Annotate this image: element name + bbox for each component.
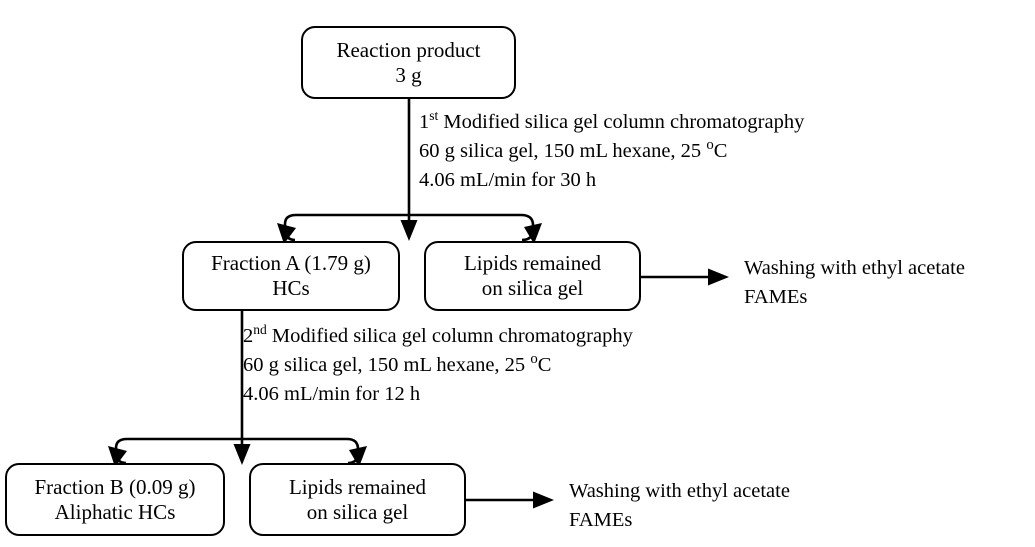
annotation-step-1-line2: 60 g silica gel, 150 mL hexane, 25 oC [419,137,804,166]
annotation-step-1-line1-rest: Modified silica gel column chromatograph… [438,111,805,133]
node-reaction-product[interactable]: Reaction product 3 g [301,26,516,99]
annotation-step-2-line2-b: C [537,354,552,377]
annotation-step-1: 1st Modified silica gel column chromatog… [419,108,804,195]
annotation-step-1-line2-b: C [713,140,728,163]
node-reaction-product-line1: Reaction product [336,37,481,62]
annotation-step-2-line2: 60 g silica gel, 150 mL hexane, 25 oC [243,351,633,380]
annotation-step-2-ordinal: 2 [243,325,254,347]
annotation-step-2-degree-symbol: o [530,351,538,368]
arrowhead-split1-down [400,220,418,241]
node-reaction-product-line2: 3 g [395,62,422,87]
annotation-washing-2-line2: FAMEs [569,509,633,532]
arrowhead-washing1 [708,268,729,286]
node-fraction-a[interactable]: Fraction A (1.79 g) HCs [182,241,400,311]
annotation-step-1-line2-a: 60 g silica gel, 150 mL hexane, 25 [419,140,707,163]
arrowhead-split2-down [233,444,251,465]
annotation-step-1-degree-symbol: o [706,137,714,154]
node-lipids-remained-2-line2: on silica gel [306,499,409,524]
node-fraction-b[interactable]: Fraction B (0.09 g) Aliphatic HCs [5,463,225,536]
node-lipids-remained-2[interactable]: Lipids remained on silica gel [249,463,466,536]
annotation-step-2: 2nd Modified silica gel column chromatog… [243,322,633,409]
annotation-step-2-line1: 2nd Modified silica gel column chromatog… [243,322,633,351]
node-lipids-remained-1[interactable]: Lipids remained on silica gel [424,241,641,311]
arrowhead-split2-left [108,446,127,467]
annotation-step-2-line3: 4.06 mL/min for 12 h [243,383,421,406]
node-lipids-remained-1-line2: on silica gel [481,276,584,300]
arrowhead-split2-right [349,446,367,467]
arrowhead-washing2 [533,491,554,509]
annotation-washing-1-line1: Washing with ethyl acetate [744,257,965,279]
annotation-step-1-line1: 1st Modified silica gel column chromatog… [419,108,804,137]
node-lipids-remained-1-line1: Lipids remained [463,251,602,276]
annotation-step-2-line1-rest: Modified silica gel column chromatograph… [266,325,633,347]
annotation-step-2-ordinal-suffix: nd [253,322,267,338]
annotation-washing-1: Washing with ethyl acetate FAMEs [744,254,965,312]
annotation-step-2-line2-a: 60 g silica gel, 150 mL hexane, 25 [243,354,531,377]
node-lipids-remained-2-line1: Lipids remained [288,474,427,499]
node-fraction-b-line2: Aliphatic HCs [54,499,176,524]
annotation-washing-1-line2: FAMEs [744,286,808,309]
arrowhead-split1-right [524,223,542,244]
annotation-step-1-ordinal-suffix: st [429,108,439,124]
annotation-step-1-ordinal: 1 [419,111,430,133]
node-fraction-b-line1: Fraction B (0.09 g) [34,474,196,499]
annotation-washing-2: Washing with ethyl acetate FAMEs [569,477,790,535]
node-fraction-a-line1: Fraction A (1.79 g) [211,251,371,276]
annotation-step-1-line3: 4.06 mL/min for 30 h [419,169,597,192]
annotation-washing-2-line1: Washing with ethyl acetate [569,480,790,502]
arrowhead-split1-left [277,223,296,244]
node-fraction-a-line2: HCs [272,276,310,300]
